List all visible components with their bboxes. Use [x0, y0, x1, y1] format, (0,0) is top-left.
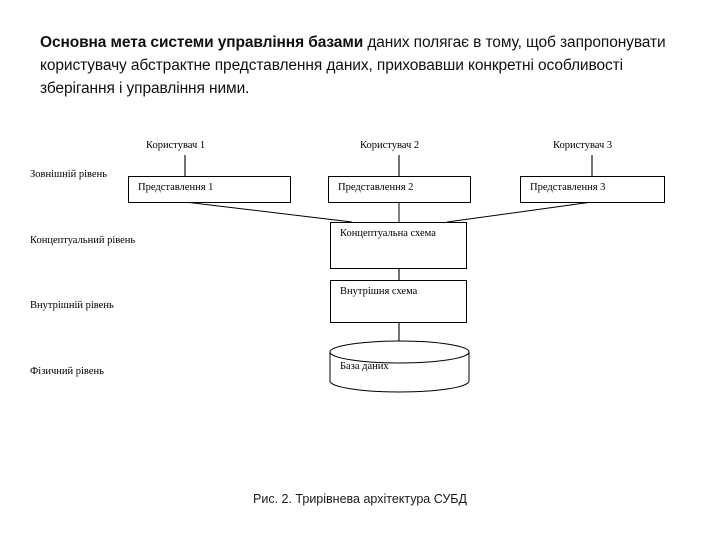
user-label-2: Користувач 2: [360, 140, 420, 151]
level-label-conceptual: Концептуальний рівень: [30, 235, 136, 246]
database-label[interactable]: База даних: [340, 361, 389, 372]
user-label-1: Користувач 1: [146, 140, 206, 151]
level-label-internal: Внутрішній рівень: [30, 300, 114, 311]
figure-caption: Рис. 2. Трирівнева архітектура СУБД: [253, 492, 467, 506]
view-box-3[interactable]: Представлення 3: [520, 176, 665, 203]
conceptual-schema-box[interactable]: Концептуальна схема: [330, 222, 467, 269]
view-box-2[interactable]: Представлення 2: [328, 176, 471, 203]
heading-bold-text: Основна мета системи управління базами: [40, 34, 364, 51]
view-box-1[interactable]: Представлення 1: [128, 176, 291, 203]
internal-schema-box[interactable]: Внутрішня схема: [330, 280, 467, 323]
heading-rest-text: даних полягає в тому, щоб запропонувати …: [40, 34, 666, 97]
level-label-external: Зовнішній рівень: [30, 169, 108, 180]
level-label-physical: Фізичний рівень: [30, 366, 104, 377]
page-title: Основна мета системи управління базами д…: [40, 31, 680, 100]
user-label-3: Користувач 3: [553, 140, 613, 151]
